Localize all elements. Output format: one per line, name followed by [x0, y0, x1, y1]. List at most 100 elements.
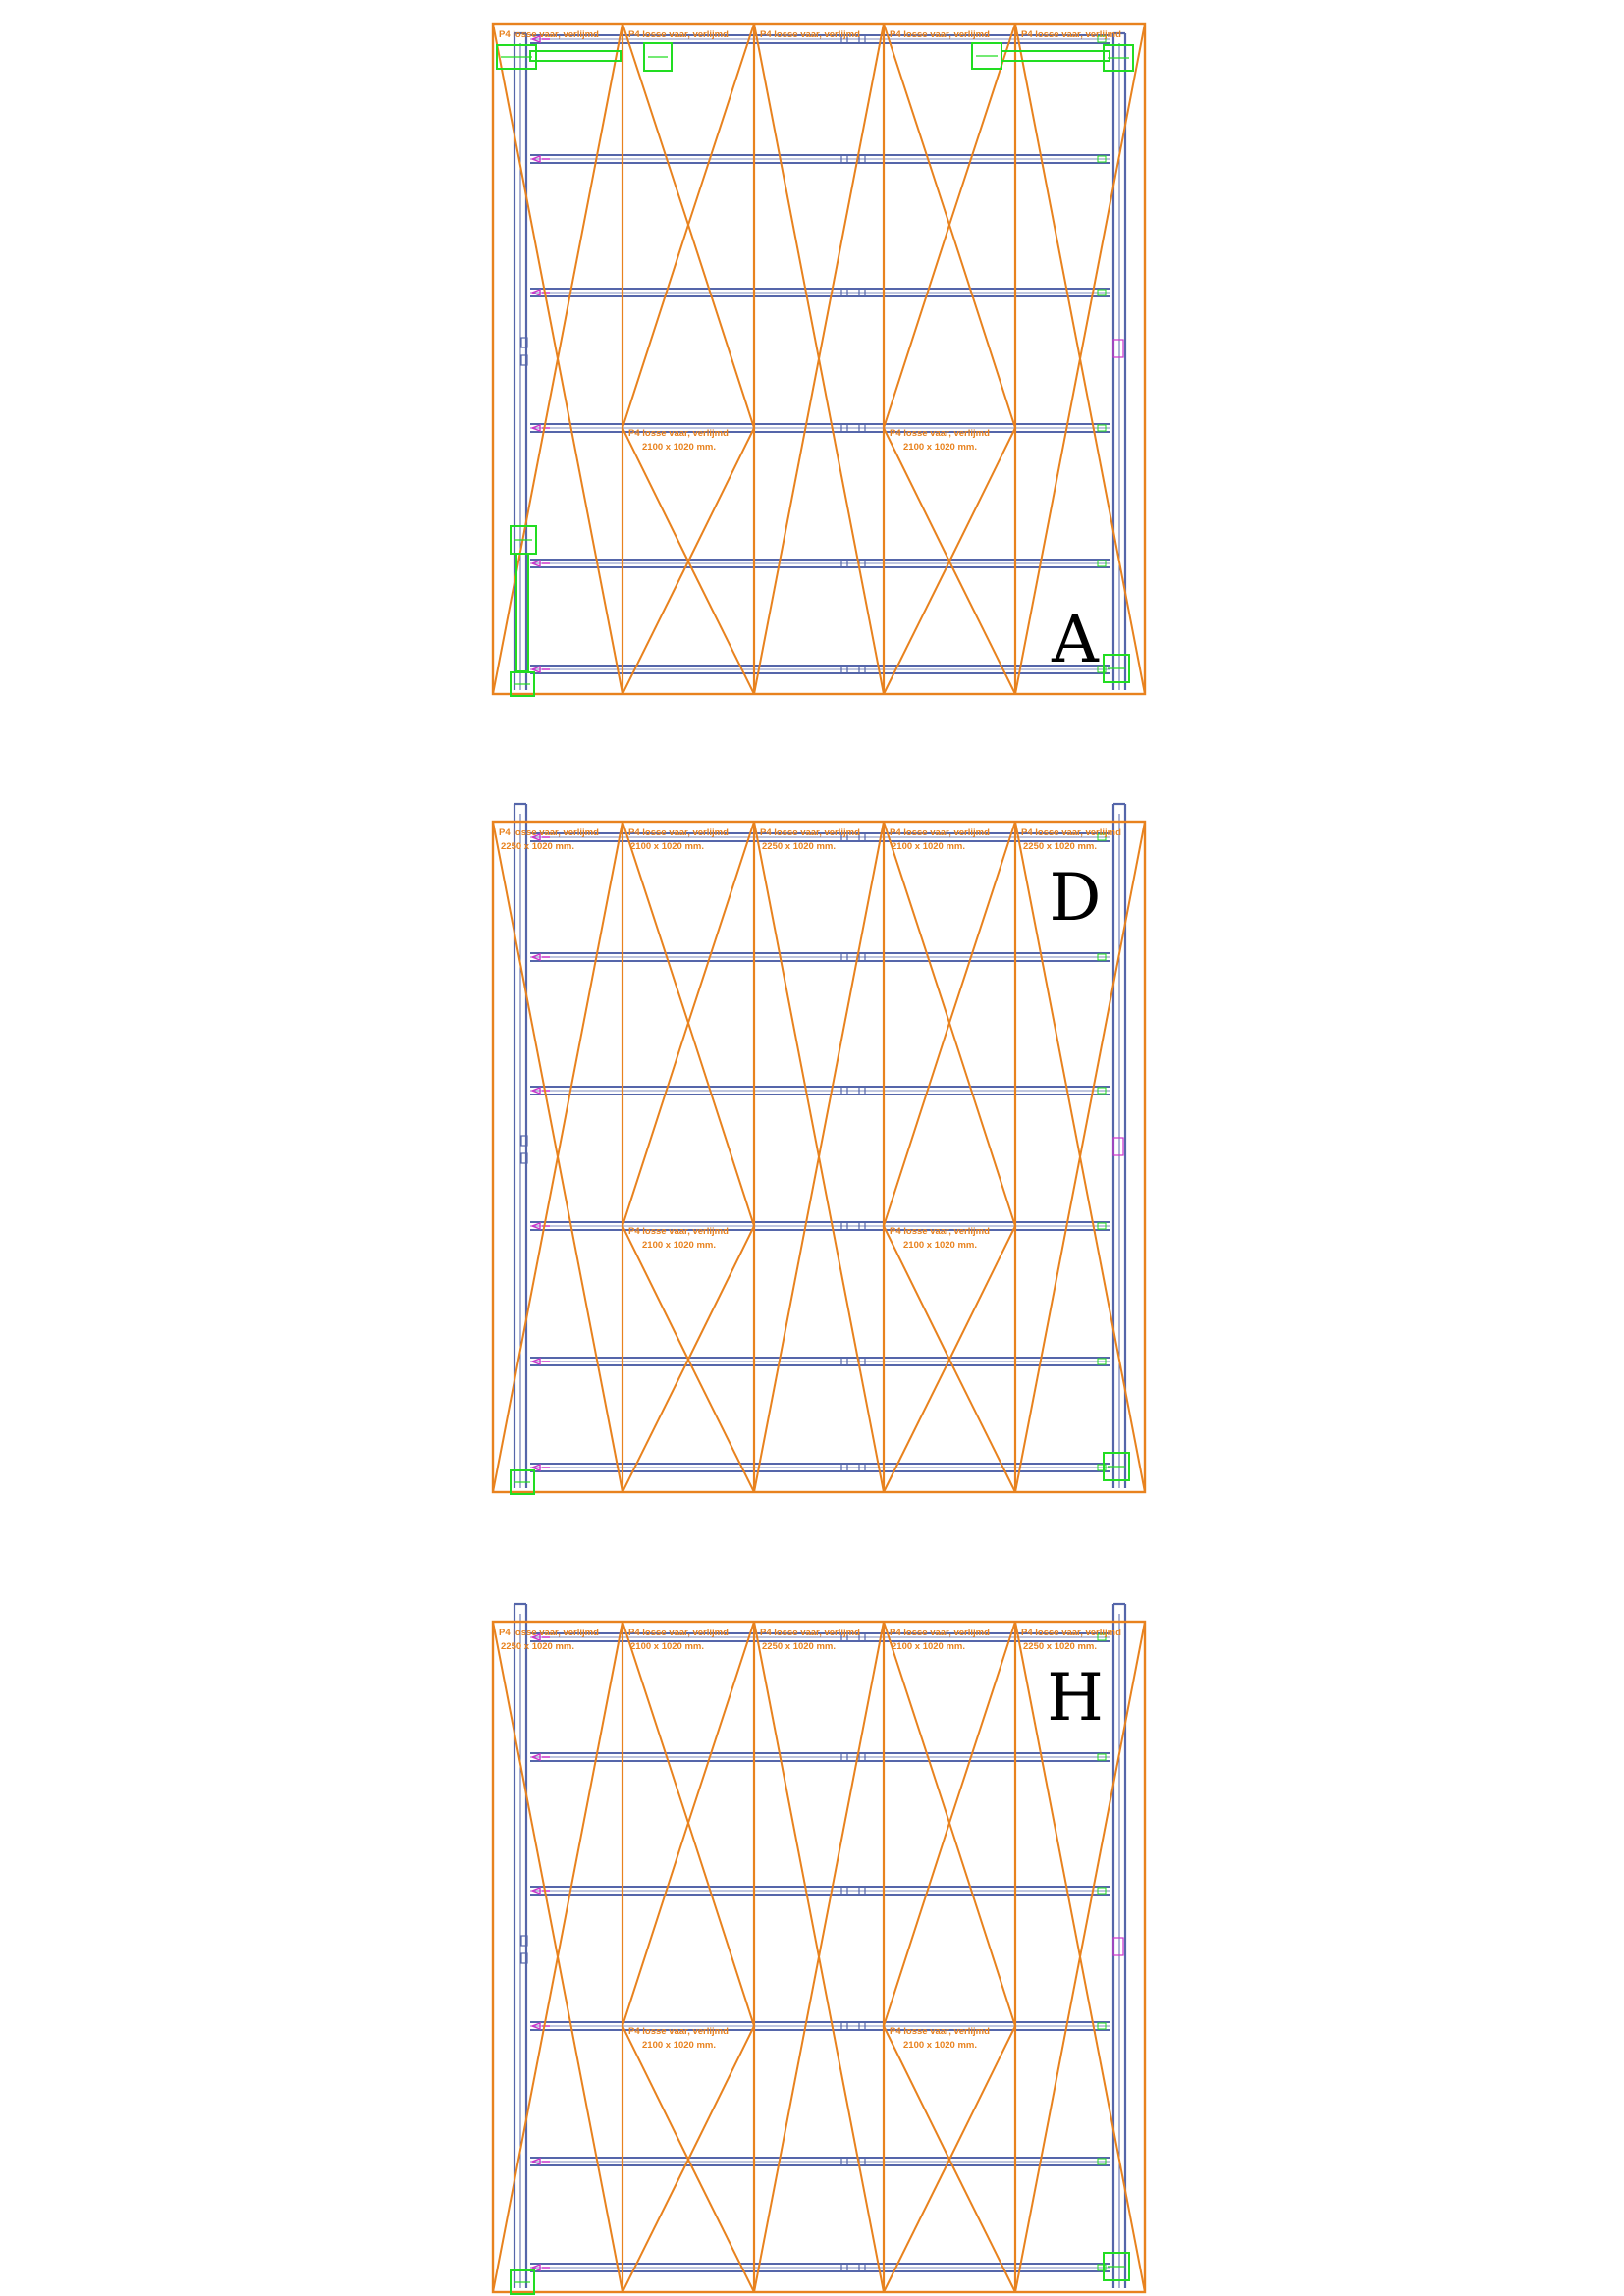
panel-label-text: P4 losse vaar, verlijmd — [1021, 29, 1121, 40]
brace-diagonal — [622, 427, 689, 562]
connector-bottom-left — [510, 1469, 535, 1495]
post-clamp — [520, 1135, 528, 1147]
end-connector — [1097, 1464, 1107, 1471]
mid-label-text: P4 losse vaar, verlijmd — [890, 1226, 990, 1237]
connector-rail-vertical — [515, 553, 529, 672]
beam-clamp — [840, 1886, 848, 1896]
panel-outline — [491, 22, 1147, 696]
brace-diagonal — [622, 821, 689, 1024]
post-clamp — [520, 1935, 528, 1947]
brace-diagonal — [492, 821, 623, 1493]
beam-clamp — [858, 1886, 866, 1896]
connector-bottom-right — [1103, 2252, 1130, 2281]
panel-grid: P4 losse vaar, verlijmd 2250 x 1020 mm. P4… — [491, 820, 1147, 1494]
mid-label-text: P4 losse vaar, verlijmd — [890, 2026, 990, 2037]
beam-clamp — [840, 665, 848, 674]
connector-top — [643, 42, 673, 72]
marker-arrow — [530, 1221, 550, 1231]
end-connector — [1097, 2264, 1107, 2271]
brace-diagonal — [622, 1225, 689, 1361]
brace-diagonal — [948, 1359, 1016, 1493]
connectors — [510, 1452, 1130, 1495]
panel-size-text: 2100 x 1020 mm. — [630, 841, 704, 852]
beam-clamp — [858, 1221, 866, 1231]
end-connector — [1097, 1633, 1107, 1641]
brace-diagonal — [687, 1359, 755, 1493]
beam-clamp — [840, 288, 848, 297]
end-connector — [1097, 1753, 1107, 1761]
brace-diagonal — [687, 1225, 755, 1361]
end-connector — [1097, 2158, 1107, 2165]
connector-bottom-right — [1103, 1452, 1130, 1481]
marker-arrow — [530, 423, 550, 433]
brace-diagonal — [883, 224, 950, 429]
beam-clamp — [858, 2263, 866, 2272]
brace-diagonal — [687, 1822, 755, 2027]
panel-label-text: P4 losse vaar, verlijmd — [760, 29, 860, 40]
brace-diagonal — [622, 23, 689, 226]
brace-diagonal — [883, 23, 950, 226]
brace-diagonal — [687, 2159, 755, 2293]
brace-diagonal — [883, 1225, 950, 1361]
brace-diagonal — [948, 1621, 1016, 1824]
mid-size-text: 2100 x 1020 mm. — [642, 442, 716, 453]
beam-clamp — [840, 34, 848, 44]
brace-diagonal — [753, 23, 885, 695]
marker-arrow — [530, 1357, 550, 1366]
end-connector — [1097, 35, 1107, 43]
mid-size-text: 2100 x 1020 mm. — [642, 1240, 716, 1251]
end-connector — [1097, 953, 1107, 961]
brace-diagonal — [883, 1359, 950, 1493]
connector-bottom-left — [510, 2269, 535, 2295]
panel-label-text: P4 losse vaar, verlijmd — [760, 1628, 860, 1638]
panel-label-text: P4 losse vaar, verlijmd — [499, 29, 599, 40]
brace-diagonal — [1014, 821, 1146, 1493]
end-connector — [1097, 666, 1107, 673]
marker-arrow — [530, 154, 550, 164]
beam-clamp — [858, 1463, 866, 1472]
beam-clamp — [858, 665, 866, 674]
marker-arrow — [530, 34, 550, 44]
mid-size-text: 2100 x 1020 mm. — [642, 2040, 716, 2051]
beam-clamp — [858, 34, 866, 44]
elevation-label: A — [1051, 602, 1100, 677]
beam-clamp — [840, 154, 848, 164]
brace-diagonal — [622, 561, 689, 695]
panel-size-text: 2250 x 1020 mm. — [1023, 841, 1097, 852]
panel-label-text: P4 losse vaar, verlijmd — [628, 828, 729, 838]
brace-diagonal — [687, 224, 755, 429]
brace-diagonal — [753, 1621, 885, 2293]
brace-diagonal — [948, 23, 1016, 226]
panel-label-text: P4 losse vaar, verlijmd — [1021, 828, 1121, 838]
marker-arrow — [530, 1463, 550, 1472]
brace-diagonal — [687, 23, 755, 226]
beam-clamp — [858, 154, 866, 164]
brace-diagonal — [622, 2159, 689, 2293]
beam-clamp — [840, 559, 848, 568]
beam-clamp — [858, 2021, 866, 2031]
end-connector — [1097, 560, 1107, 567]
panel-label-text: P4 losse vaar, verlijmd — [499, 1628, 599, 1638]
post-clamp — [520, 1952, 528, 1964]
beam-clamp — [858, 423, 866, 433]
brace-diagonal — [687, 821, 755, 1024]
marker-arrow — [530, 559, 550, 568]
beam-clamp — [840, 2263, 848, 2272]
brace-diagonal — [622, 1822, 689, 2027]
panel-grid: P4 losse vaar, verlijmd P4 losse vaar, ve… — [491, 22, 1147, 696]
panel-grid: P4 losse vaar, verlijmd 2250 x 1020 mm. P4… — [491, 1620, 1147, 2294]
panel-size-text: 2250 x 1020 mm. — [762, 1641, 836, 1652]
marker-arrow — [530, 288, 550, 297]
beam-clamp — [840, 832, 848, 842]
mid-label-text: P4 losse vaar, verlijmd — [628, 2026, 729, 2037]
post-clamp — [520, 1152, 528, 1164]
brace-diagonal — [883, 1621, 950, 1824]
beam-clamp — [840, 1221, 848, 1231]
panel-label-text: P4 losse vaar, verlijmd — [890, 828, 990, 838]
beam-clamp — [858, 832, 866, 842]
post-clamp — [520, 354, 528, 366]
post-marker — [1112, 1937, 1124, 1956]
connector-bottom-right — [1103, 654, 1130, 683]
mid-size-text: 2100 x 1020 mm. — [903, 2040, 977, 2051]
